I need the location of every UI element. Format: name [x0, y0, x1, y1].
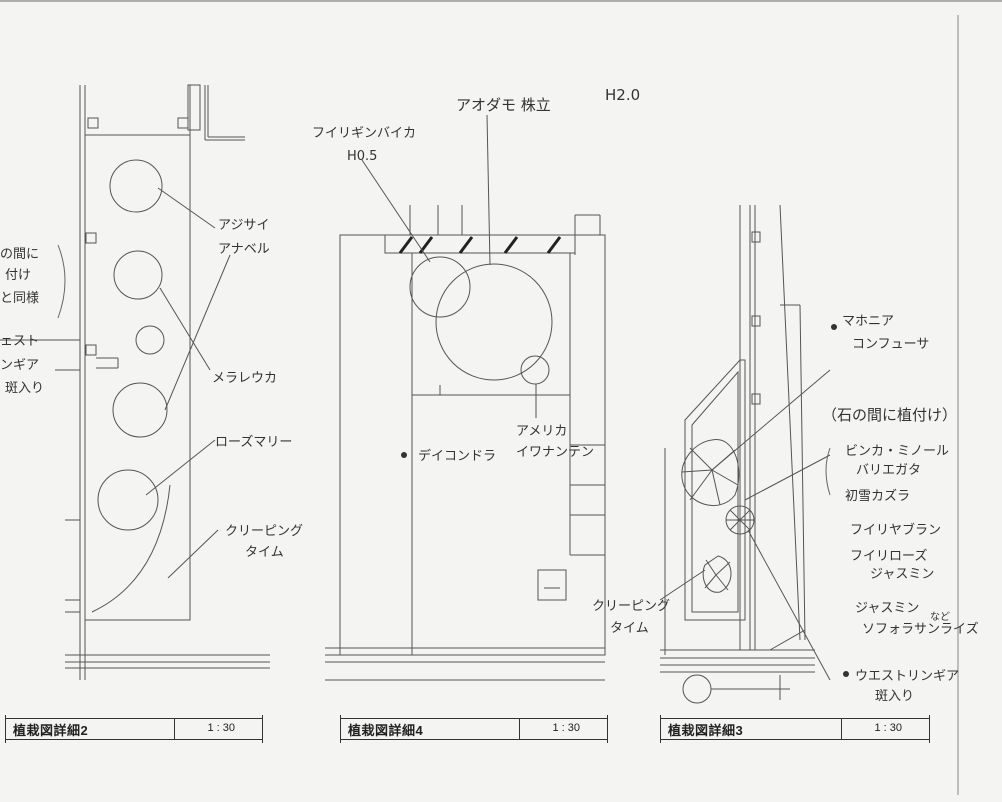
label-westringia-2: 斑入り	[875, 689, 914, 704]
drawing-title: 植栽図詳細4	[348, 723, 424, 738]
label-nado: など	[930, 611, 950, 623]
american-leucothoe-symbol	[520, 355, 550, 385]
label-mahonia-1: マホニア	[842, 314, 894, 329]
westringia-callout-dot	[843, 671, 849, 677]
label-creeping-3: クリーピング	[592, 599, 670, 614]
label-vinca-1: ビンカ・ミノール	[845, 444, 949, 459]
westringia-plant-symbol	[135, 325, 165, 355]
label-phillyrea-2: H0.5	[347, 149, 377, 164]
rosemary-plant-symbol	[97, 469, 159, 531]
jasmine-plant-symbol	[725, 505, 755, 535]
label-between-stones: （石の間に植付け）	[822, 406, 957, 424]
deicondra-callout-dot	[401, 452, 407, 458]
drawing-title: 植栽図詳細2	[13, 723, 89, 738]
label-tricolor-1: フイリローズ	[850, 548, 927, 564]
label-deicondra: デイコンドラ	[418, 448, 496, 464]
mahonia-plant-symbol	[681, 439, 740, 506]
ajisai-plant-symbol	[109, 159, 163, 213]
label-creeping-4: タイム	[610, 621, 649, 636]
label-aodamo: アオダモ 株立	[456, 96, 551, 114]
phillyrea-plant-symbol	[409, 256, 471, 318]
label-vinca-2: バリエガタ	[856, 463, 921, 478]
detail3-plan	[659, 204, 831, 704]
label-creeping-1: クリーピング	[225, 524, 303, 539]
note-left-cut1: の間に	[0, 247, 39, 262]
label-ajisai-2: アナベル	[218, 242, 270, 257]
mahonia-callout-dot	[831, 324, 837, 330]
westringia-plant-symbol-3	[702, 555, 732, 593]
label-jasmine-1: ジャスミン	[855, 601, 919, 616]
title-block-detail2: 植栽図詳細2 1 : 30	[5, 715, 263, 743]
title-block-detail4: 植栽図詳細4 1 : 30	[340, 715, 608, 743]
detail2-plan	[0, 84, 270, 680]
label-melaleuca: メラレウカ	[212, 371, 277, 386]
label-jasmine-2: ソフォラサンライズ	[862, 621, 979, 637]
drawing-scale: 1 : 30	[874, 722, 902, 734]
label-westringia-1: ウエストリンギア	[855, 669, 959, 684]
drawing-scale: 1 : 30	[552, 722, 580, 734]
note-left-cut6: 斑入り	[5, 381, 44, 396]
label-aodamo-height: H2.0	[605, 86, 640, 104]
label-rosemary: ローズマリー	[215, 434, 292, 450]
label-fuiri-yaburan: フイリヤブラン	[850, 522, 941, 538]
label-phillyrea-1: フイリギンバイカ	[312, 126, 416, 141]
label-hatsuyuki: 初雪カズラ	[845, 488, 910, 504]
note-left-cut2: 付け	[5, 268, 31, 283]
label-tricolor-2: ジャスミン	[870, 567, 934, 582]
drawing-title: 植栽図詳細3	[668, 723, 744, 738]
label-america-2: イワナンテン	[516, 445, 594, 460]
detail4-plan	[325, 114, 606, 681]
aodamo-tree-symbol	[435, 263, 553, 381]
note-left-cut4: ェスト	[0, 334, 39, 349]
label-america-1: アメリカ	[516, 424, 567, 439]
label-ajisai-1: アジサイ	[218, 218, 269, 233]
note-left-cut3: と同様	[0, 291, 39, 306]
note-left-cut5: ンギア	[0, 358, 39, 373]
drawing-scale: 1 : 30	[207, 722, 235, 734]
label-creeping-2: タイム	[245, 545, 284, 560]
label-mahonia-2: コンフューサ	[852, 337, 929, 352]
title-block-detail3: 植栽図詳細3 1 : 30	[660, 715, 930, 743]
